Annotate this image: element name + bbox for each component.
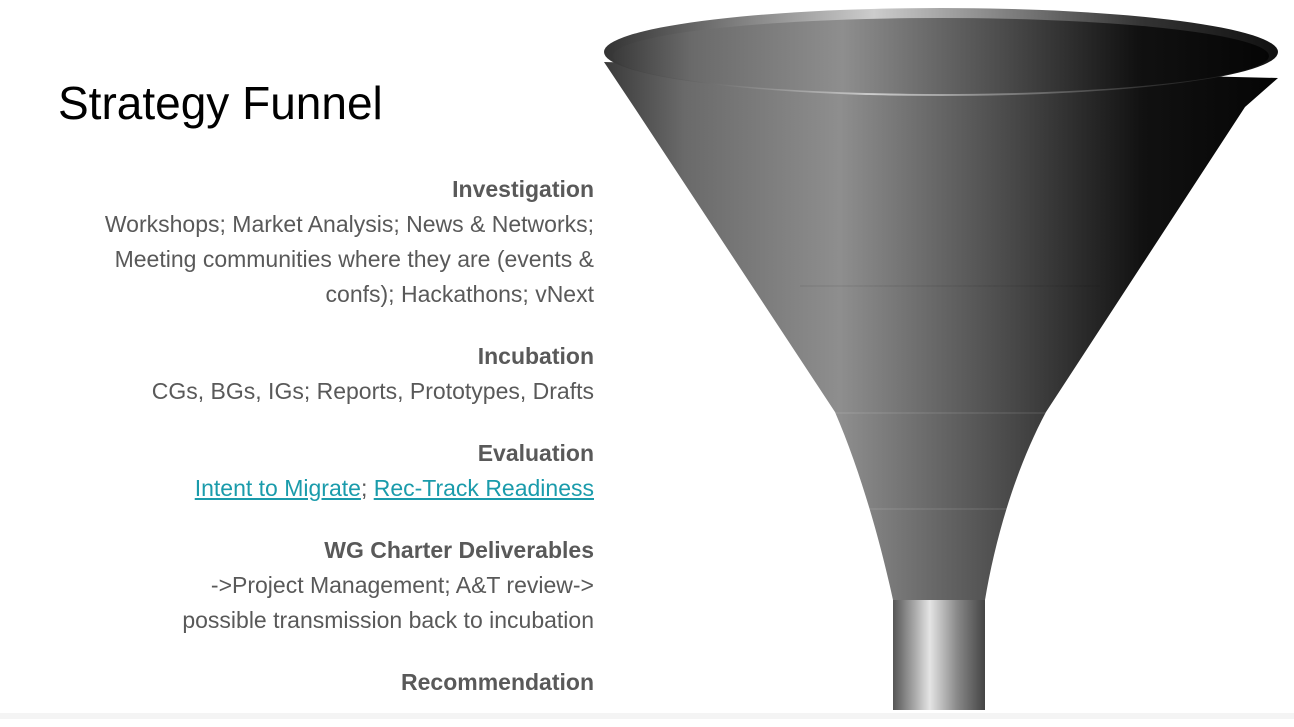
stage-text: CGs, BGs, IGs; Reports, Prototypes, Draf…: [151, 378, 594, 404]
slide-title: Strategy Funnel: [58, 77, 383, 129]
band-line: [820, 412, 1060, 414]
separator: ;: [360, 475, 368, 501]
stage-heading: Incubation: [477, 343, 594, 369]
funnel-cone: [604, 62, 1278, 600]
funnel-spout: [893, 600, 985, 710]
rec-track-readiness-link[interactable]: Rec-Track Readiness: [373, 475, 594, 501]
band-line: [800, 285, 1100, 287]
stage-wg-charter-deliverables: WG Charter Deliverables ->Project Manage…: [34, 533, 594, 638]
stage-recommendation: Recommendation: [34, 665, 594, 700]
stage-text: possible transmission back to incubation: [182, 607, 594, 633]
stage-heading: Recommendation: [401, 669, 594, 695]
stage-text: Meeting communities where they are (even…: [114, 246, 594, 272]
stage-heading: WG Charter Deliverables: [324, 537, 594, 563]
stage-text: confs); Hackathons; vNext: [325, 281, 594, 307]
stage-incubation: Incubation CGs, BGs, IGs; Reports, Proto…: [34, 339, 594, 409]
stage-heading: Investigation: [452, 176, 594, 202]
funnel-stages: Investigation Workshops; Market Analysis…: [34, 172, 594, 727]
stage-investigation: Investigation Workshops; Market Analysis…: [34, 172, 594, 312]
stage-evaluation: Evaluation Intent to Migrate; Rec-Track …: [34, 436, 594, 506]
band-line: [860, 508, 1020, 510]
intent-to-migrate-link[interactable]: Intent to Migrate: [194, 475, 361, 501]
stage-text: Workshops; Market Analysis; News & Netwo…: [104, 211, 594, 237]
slide-bottom-edge: [0, 713, 1294, 719]
stage-text: ->Project Management; A&T review->: [210, 572, 594, 598]
stage-heading: Evaluation: [477, 440, 594, 466]
funnel-opening: [613, 18, 1269, 94]
